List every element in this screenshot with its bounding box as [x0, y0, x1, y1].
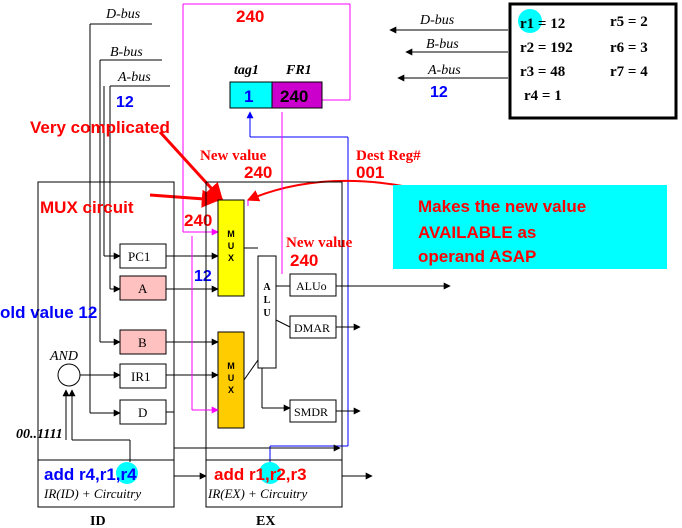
- a-bus-top-value: 12: [116, 94, 134, 111]
- ex-r1-highlight: [259, 462, 281, 484]
- and-gate-wires: [62, 371, 131, 462]
- alu-label-u: U: [263, 308, 270, 319]
- reg-r1: r1 = 12: [520, 16, 565, 32]
- mux-circuit-label: MUX circuit: [40, 198, 134, 217]
- and-gate: [57, 363, 81, 387]
- d-bus-top-label: D-bus: [105, 7, 141, 22]
- cyan-note-line-2: AVAILABLE as: [418, 223, 536, 242]
- new-value-label-2: New value: [286, 235, 353, 251]
- dest-reg-num: 001: [356, 163, 384, 182]
- d-register: [119, 399, 167, 425]
- cyan-note: [393, 185, 667, 269]
- rf-d-bus-label: D-bus: [419, 13, 455, 28]
- a-register-label: A: [138, 281, 148, 296]
- alu-label-l: L: [264, 295, 271, 306]
- ex-subtitle: IR(EX) + Circuitry: [207, 486, 307, 501]
- id-subtitle: IR(ID) + Circuitry: [43, 486, 141, 501]
- mux-top-label: M: [227, 229, 235, 239]
- and-gate-label: AND: [49, 349, 78, 364]
- mux-input-12: 12: [194, 268, 212, 285]
- fr1-label: FR1: [285, 63, 312, 78]
- bus-lines: [89, 23, 170, 417]
- fr1-cell: [271, 81, 323, 109]
- mux-bottom[interactable]: [217, 331, 245, 429]
- d-register-label: D: [138, 405, 147, 420]
- tag1-cell: [229, 81, 273, 109]
- pc1-label: PC1: [128, 249, 150, 264]
- b-bus-top-label: B-bus: [110, 45, 143, 60]
- ex-instruction-box: [205, 459, 343, 508]
- b-register: [119, 329, 167, 355]
- id-r1-highlight: [116, 462, 138, 484]
- mux-top[interactable]: [217, 199, 245, 297]
- id-stage-label: ID: [90, 514, 106, 528]
- new-value-num-2: 240: [290, 251, 318, 270]
- dmar-label: DMAR: [294, 321, 330, 335]
- b-register-label: B: [138, 335, 147, 350]
- reg-r5: r5 = 2: [610, 14, 648, 30]
- old-value-label: old value 12: [0, 303, 97, 322]
- id-instruction: add r4,r1,r4: [44, 465, 137, 484]
- rf-a-bus-label: A-bus: [427, 63, 461, 78]
- mask-label: 00..1111: [16, 427, 63, 442]
- cyan-note-line-3: operand ASAP: [418, 247, 536, 266]
- mux-bottom-label-u: U: [228, 373, 235, 383]
- mux-bottom-label-x: X: [228, 385, 234, 395]
- aluo-label: ALUo: [296, 279, 327, 293]
- ir1-label: IR1: [131, 369, 151, 384]
- fr1-value: 240: [280, 87, 308, 106]
- smdr-label: SMDR: [294, 405, 328, 419]
- mux-top-label-x: X: [228, 253, 234, 263]
- a-bus-top-label: A-bus: [117, 70, 151, 85]
- a-register: [119, 275, 167, 301]
- ex-instruction: add r1,r2,r3: [214, 465, 307, 484]
- reg-r3: r3 = 48: [520, 64, 565, 80]
- forwarding-wires: [191, 112, 283, 414]
- new-value-num-1: 240: [244, 163, 272, 182]
- mux-top-label-u: U: [228, 241, 235, 251]
- reg-r6: r6 = 3: [610, 40, 648, 56]
- very-complicated-label: Very complicated: [30, 118, 170, 137]
- rf-r1-highlight: [518, 9, 542, 33]
- cyan-note-line-1: Makes the new value: [418, 197, 586, 216]
- reg-r4: r4 = 1: [524, 88, 562, 104]
- dest-reg-label: Dest Reg#: [356, 148, 421, 164]
- mux-bottom-label: M: [227, 361, 235, 371]
- mux-circuit-arrow: [149, 189, 220, 208]
- new-value-label-1: New value: [200, 148, 267, 164]
- rf-a-bus-value: 12: [430, 84, 448, 101]
- id-instruction-box: [37, 459, 175, 508]
- register-file-buses: [389, 26, 508, 82]
- tag-update-wire: [246, 111, 349, 470]
- pc1-register: [119, 243, 167, 269]
- tag1-value: 1: [244, 87, 253, 106]
- top-loop-wire: [182, 3, 351, 236]
- reg-r2: r2 = 192: [520, 40, 573, 56]
- mux-input-value: 240: [184, 211, 212, 230]
- alu[interactable]: [257, 255, 277, 369]
- alu-label-a: A: [263, 282, 271, 293]
- reg-r7: r7 = 4: [610, 64, 648, 80]
- rf-b-bus-label: B-bus: [426, 37, 459, 52]
- aluo-register: [289, 273, 337, 297]
- very-complicated-arrow: [158, 130, 224, 202]
- tag1-label: tag1: [234, 63, 259, 78]
- ir1-register: [119, 363, 167, 389]
- top-loop-value: 240: [236, 7, 264, 26]
- ex-stage-label: EX: [256, 514, 275, 528]
